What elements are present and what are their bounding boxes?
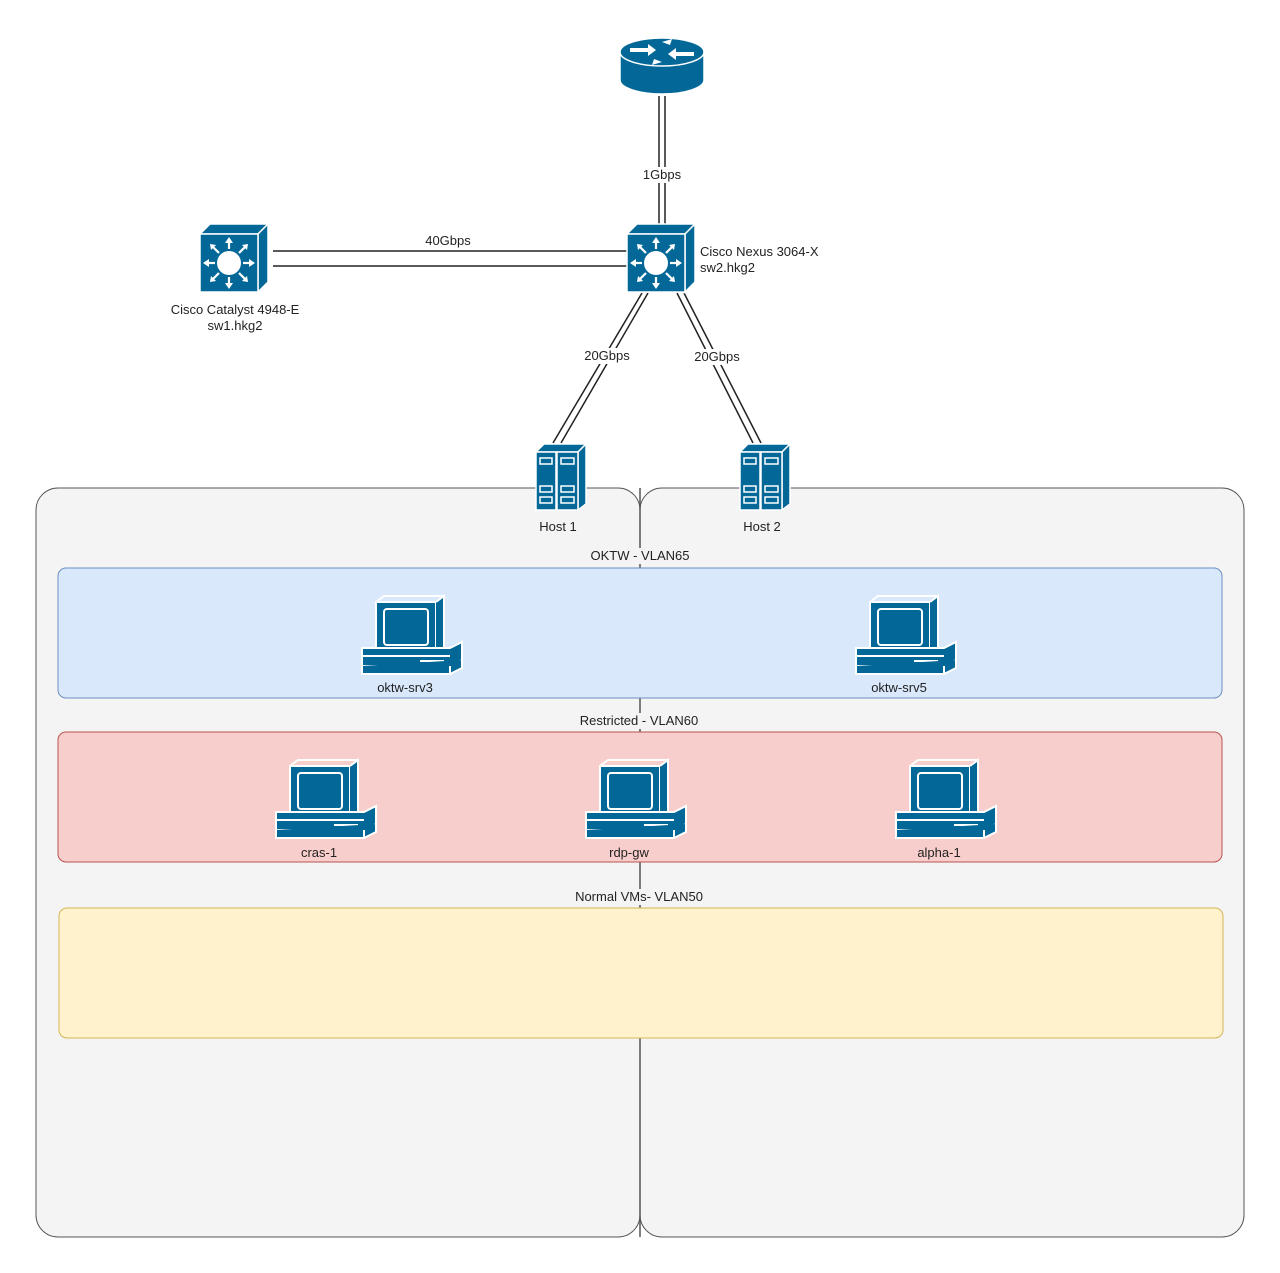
host2-label: Host 2 [743, 519, 781, 534]
link-sw1-sw2 [273, 250, 627, 267]
server-host2-icon[interactable] [739, 443, 791, 511]
link-label-router-sw2: 1Gbps [640, 167, 684, 183]
vm-label-rdp-gw: rdp-gw [609, 845, 649, 860]
vlan50-label: Normal VMs- VLAN50 [573, 889, 705, 905]
link-sw2-host2 [676, 292, 762, 444]
link-label-sw1-sw2: 40Gbps [423, 233, 473, 249]
switch-sw2-icon[interactable] [625, 222, 697, 294]
router-icon[interactable] [619, 37, 705, 95]
link-label-sw2-host2: 20Gbps [692, 349, 742, 365]
sw2-model-label: Cisco Nexus 3064-X [700, 244, 819, 259]
vlan60-label: Restricted - VLAN60 [577, 713, 701, 729]
vlan50-band [58, 907, 1224, 1039]
link-label-sw2-host1: 20Gbps [582, 348, 632, 364]
link-sw2-host1 [552, 292, 649, 444]
sw2-hostname-label: sw2.hkg2 [700, 260, 755, 275]
vm-label-alpha-1: alpha-1 [917, 845, 961, 860]
vlan65-label: OKTW - VLAN65 [588, 548, 692, 564]
vm-label-oktw-srv5: oktw-srv5 [871, 680, 927, 695]
switch-sw1-icon[interactable] [198, 222, 270, 294]
vlan65-band [57, 567, 1223, 699]
vm-label-cras-1: cras-1 [300, 845, 338, 860]
sw1-hostname-label: sw1.hkg2 [207, 318, 263, 333]
host1-label: Host 1 [539, 519, 577, 534]
sw1-model-label: Cisco Catalyst 4948-E [170, 302, 300, 317]
link-router-sw2 [658, 96, 666, 224]
server-host1-icon[interactable] [535, 443, 587, 511]
vm-label-oktw-srv3: oktw-srv3 [377, 680, 433, 695]
